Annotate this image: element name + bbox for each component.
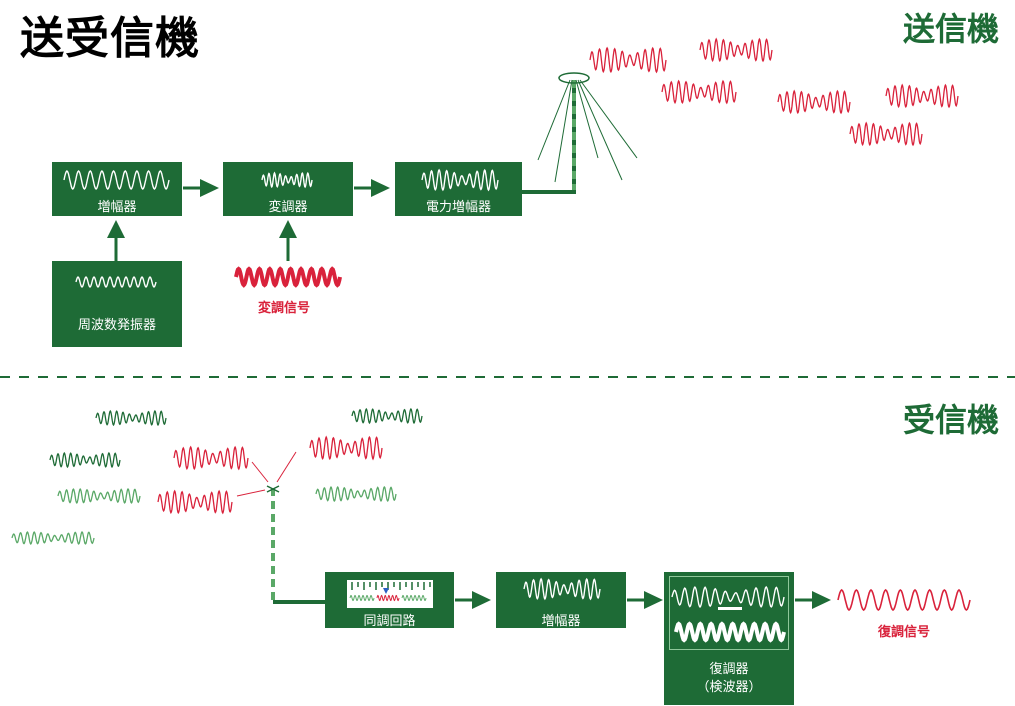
- tx-wave-2: [661, 79, 737, 105]
- demodulated-signal-label: 復調信号: [878, 625, 931, 640]
- tx-amplifier-box: 増幅器: [52, 162, 182, 216]
- arrow-demod-to-out-head: [812, 591, 831, 609]
- rx-wave-8: [157, 489, 233, 515]
- arrow-sig-to-mod-head: [279, 220, 297, 238]
- tx-antenna-top: [558, 72, 590, 84]
- tuning-dial: [347, 580, 433, 608]
- tx-oscillator-box: 周波数発振器: [52, 261, 182, 347]
- tx-oscillator-label: 周波数発振器: [77, 318, 156, 333]
- modulation-signal-wave: [234, 266, 342, 288]
- rx-wave-7: [309, 435, 383, 461]
- rx-amplifier-label: 増幅器: [541, 614, 581, 629]
- transmitter-title: 送信機: [902, 10, 999, 48]
- rx-wave-4: [351, 407, 423, 425]
- tx-power-amplifier-box: 電力増幅器: [395, 162, 522, 216]
- tx-wave-4: [885, 83, 959, 109]
- rx-antenna-top: [266, 485, 280, 493]
- page-title: 送受信機: [20, 13, 200, 64]
- tx-power-amplifier-label: 電力増幅器: [425, 200, 491, 215]
- arrow-amp-to-demod-head: [644, 591, 663, 609]
- tx-modulator-label: 変調器: [268, 200, 308, 215]
- rx-wave-3: [11, 531, 95, 546]
- arrow-tune-to-amp-head: [472, 591, 491, 609]
- tx-antenna-radiation: [537, 79, 638, 183]
- rx-red-arrow-1: [251, 461, 269, 483]
- rx-wave-2: [57, 488, 141, 505]
- rx-red-arrow-3: [236, 489, 266, 497]
- demodulated-signal-wave: [837, 588, 971, 612]
- tx-amplifier-label: 増幅器: [97, 200, 137, 215]
- rx-tuning-box: 同調回路: [325, 572, 454, 629]
- arrow-amp-to-mod-head: [200, 179, 219, 197]
- arrow-osc-to-amp-head: [107, 220, 125, 238]
- arrow-mod-to-pa-head: [371, 179, 390, 197]
- mod-signal-path: [234, 266, 342, 288]
- tx-modulator-box: 変調器: [223, 162, 353, 216]
- rx-wave-6: [173, 445, 249, 471]
- demod-inner-frame: [669, 576, 789, 650]
- rx-demodulator-label: 復調器: [709, 662, 749, 677]
- rx-demodulator-box: 復調器 （検波器）: [664, 572, 794, 705]
- tx-radio-waves: [589, 37, 959, 147]
- rx-tuning-label: 同調回路: [363, 614, 416, 629]
- tx-wave-0: [589, 46, 667, 74]
- rx-demodulator-sub-label: （検波器）: [696, 680, 762, 695]
- receiver-title: 受信機: [902, 401, 999, 439]
- rx-amplifier-box: 増幅器: [496, 572, 626, 629]
- rx-wave-0: [95, 409, 167, 427]
- tx-wave-3: [777, 89, 851, 115]
- tx-wave-5: [849, 121, 923, 147]
- out-signal-path: [837, 588, 971, 612]
- rx-wave-1: [49, 451, 121, 469]
- modulation-signal-label: 変調信号: [258, 301, 311, 316]
- rx-wave-5: [315, 485, 397, 503]
- tx-wave-1: [699, 37, 773, 63]
- rx-radio-waves: [11, 407, 423, 546]
- rx-red-arrow-2: [276, 451, 297, 483]
- pa-to-antenna-line: [522, 80, 576, 194]
